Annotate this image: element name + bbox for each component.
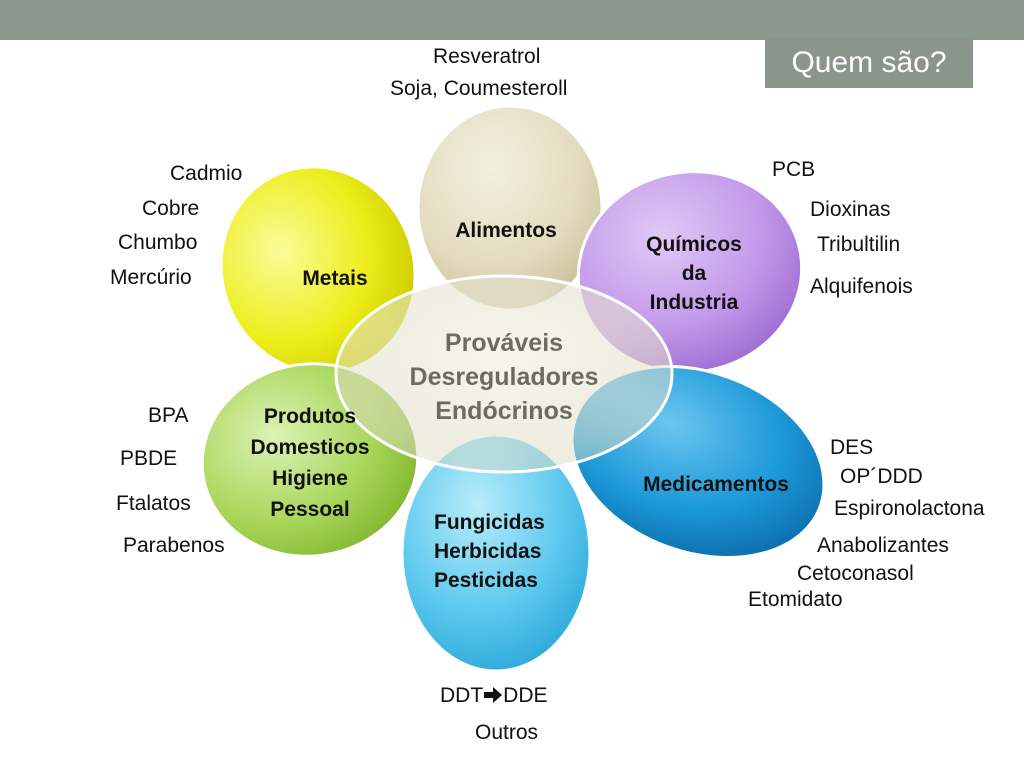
annotation-bpa: BPA [148,404,189,427]
annotation-dde: DDE [503,684,548,707]
petal-label-metais: Metais [302,267,368,290]
annotation-soja: Soja, Coumesteroll [390,77,568,100]
annotation-cobre: Cobre [142,197,200,220]
annotation-pcb: PCB [772,158,816,181]
annotation-outros: Outros [475,721,539,744]
slide-top-bar [0,0,1024,40]
petal-label-alimentos: Alimentos [455,219,557,242]
annotation-etomidato: Etomidato [748,588,843,611]
petal-label-medicamentos: Medicamentos [643,473,789,496]
annotation-chumbo: Chumbo [118,231,198,254]
annotation-opddd: OP´DDD [840,465,923,488]
annotation-ddt-dde: DDT DDE [440,683,548,709]
annotation-cetoconasol: Cetoconasol [797,562,914,585]
annotation-pbde: PBDE [120,447,178,470]
petal-label-quimicos: Químicos da Industria [646,233,742,314]
annotation-espironolactona: Espironolactona [834,497,985,520]
annotation-resveratrol: Resveratrol [433,45,541,68]
annotation-tribultilin: Tribultilin [817,233,901,256]
annotation-ddt: DDT [440,684,484,707]
slide-title: Quem são? [765,38,973,88]
annotation-des: DES [830,436,874,459]
annotation-alquifenois: Alquifenois [810,275,913,298]
annotation-cadmio: Cadmio [170,162,243,185]
annotation-mercurio: Mercúrio [110,266,192,289]
annotation-anabolizantes: Anabolizantes [817,534,949,557]
annotation-dioxinas: Dioxinas [810,198,891,221]
annotation-parabenos: Parabenos [123,534,225,557]
petal-label-fungicidas: Fungicidas Herbicidas Pesticidas [434,511,545,592]
center-label: Prováveis Desreguladores Endócrinos [409,329,599,425]
annotation-ftalatos: Ftalatos [116,492,191,515]
center-circle [334,274,674,474]
petal-label-produtos: Produtos Domesticos Higiene Pessoal [250,405,370,521]
right-arrow-icon [484,687,503,703]
